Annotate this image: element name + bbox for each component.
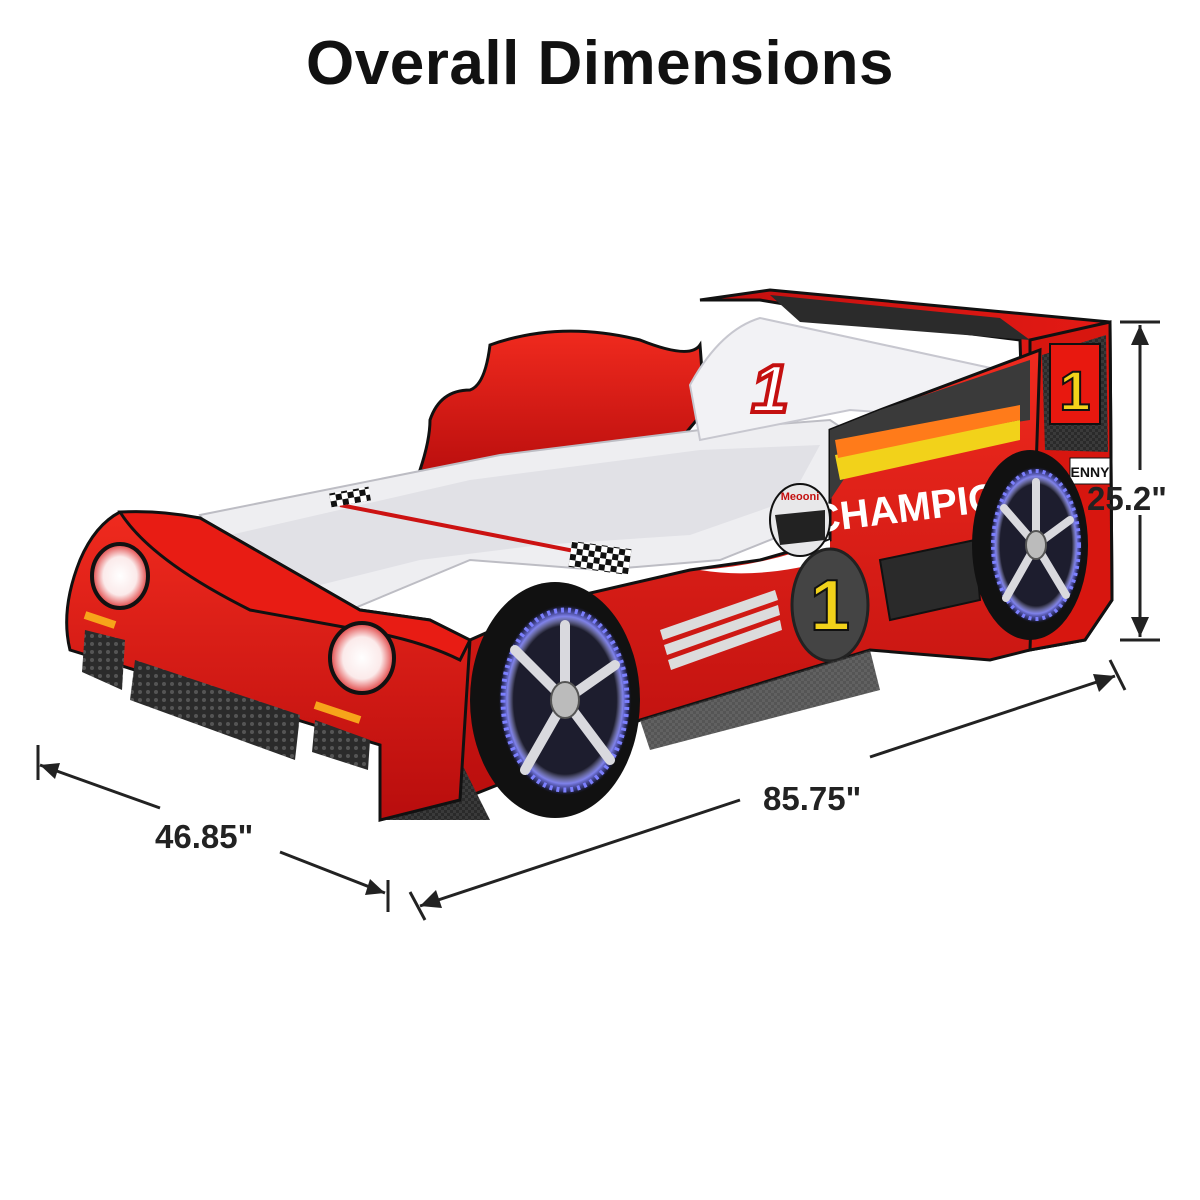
rear-wheel xyxy=(972,450,1088,640)
side-vents xyxy=(660,590,782,670)
height-dimension-label: 25.2" xyxy=(1087,480,1167,517)
rear-number: 1 xyxy=(1059,359,1090,422)
helmet-icon: Meooni xyxy=(769,483,831,557)
mattress xyxy=(198,418,862,612)
right-headlight xyxy=(328,621,396,695)
page-title: Overall Dimensions xyxy=(306,29,894,98)
helmet-text: Meooni xyxy=(781,491,820,503)
car-front xyxy=(65,510,473,822)
left-headlight xyxy=(90,542,150,610)
length-dimension-label: 85.75" xyxy=(763,780,862,817)
length-dimension-line xyxy=(408,659,1127,921)
rear-plate-text: ENNY xyxy=(1071,464,1111,480)
front-wheel xyxy=(470,582,640,818)
side-number: 1 xyxy=(810,566,850,646)
pillow-number: 1 xyxy=(751,351,789,427)
width-dimension-line xyxy=(36,745,390,912)
width-dimension-label: 46.85" xyxy=(155,818,254,855)
height-dimension-line xyxy=(1120,320,1160,642)
